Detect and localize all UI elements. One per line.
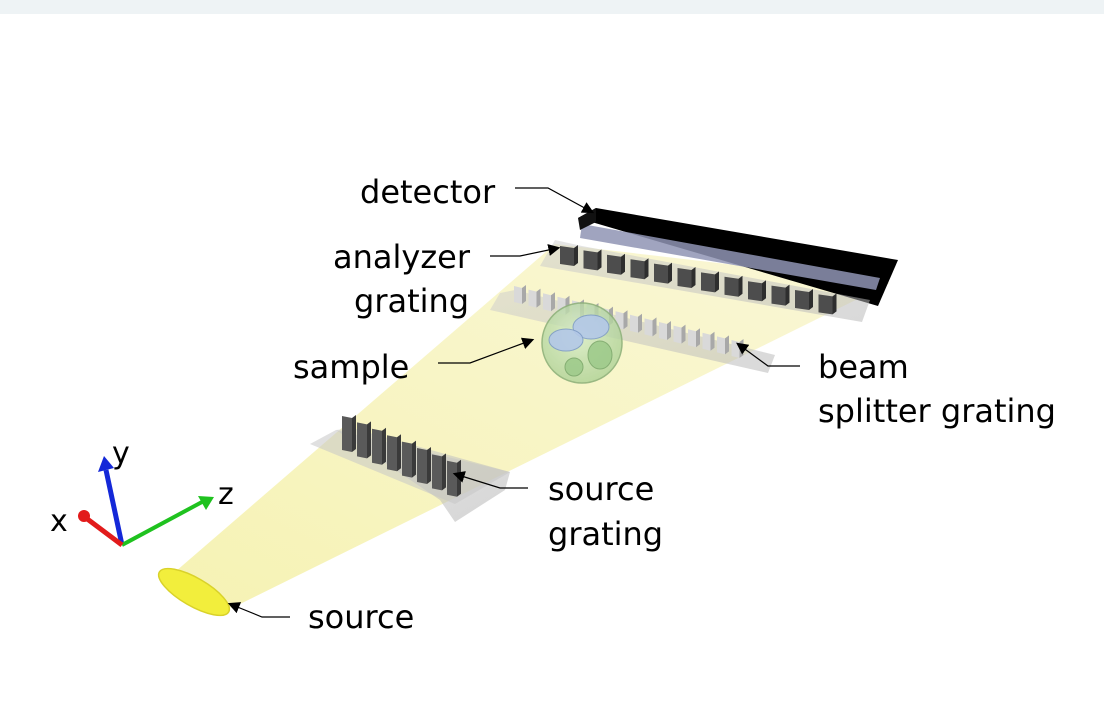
beam-splitter-grating-bar	[514, 286, 522, 304]
analyzer-grating-bar	[607, 254, 621, 275]
beam-splitter-grating-bar	[731, 340, 740, 358]
beam-splitter-grating-bar	[659, 322, 667, 340]
analyzer-grating-bar-side	[644, 258, 649, 280]
z-axis-label: z	[218, 477, 234, 512]
analyzer-label-line2: grating	[354, 282, 469, 320]
analyzer-grating-bar-side	[715, 271, 719, 293]
beam-splitter-label-line1: beam	[818, 348, 909, 386]
source-grating-bar-side	[397, 434, 401, 472]
analyzer-label-line1: analyzer	[333, 238, 471, 276]
analyzer-grating-bar-side	[621, 253, 625, 275]
beam-splitter-grating-bar-side	[739, 339, 744, 358]
analyzer-grating-bar-side	[762, 280, 766, 302]
source-grating-bar	[357, 422, 367, 459]
beam-splitter-grating-bar-side	[696, 328, 700, 348]
source-grating-bar	[387, 435, 397, 472]
beam-splitter-grating-bar	[688, 329, 696, 348]
x-axis-label: x	[50, 504, 68, 539]
beam-splitter-grating-bar	[543, 293, 551, 312]
beam-splitter-grating-bar-side	[652, 317, 657, 337]
analyzer-grating-bars	[560, 245, 837, 315]
detector-leader	[515, 187, 595, 214]
analyzer-grating-bar-side	[668, 262, 672, 284]
analyzer-grating-bar	[795, 290, 809, 310]
source-label: source	[308, 598, 414, 636]
source-grating-bar-side	[412, 440, 416, 478]
beam-splitter-grating-bar-side	[710, 331, 715, 351]
beam-splitter-grating-bar-side	[681, 324, 686, 344]
beam-splitter-grating-bar	[630, 314, 638, 333]
beam-splitter-grating-bar-side	[522, 285, 526, 304]
z-axis-arrowhead	[198, 496, 214, 510]
analyzer-grating-bar	[583, 250, 598, 271]
source-grating-leader	[452, 471, 528, 489]
source-grating-bars	[342, 415, 461, 497]
y-axis-arrowhead	[98, 456, 114, 472]
beam-splitter-grating-bar	[644, 318, 653, 337]
source-grating-bar-side	[457, 459, 461, 497]
analyzer-grating-bar	[701, 272, 715, 293]
source-grating-bar	[447, 460, 457, 497]
y-axis-label: y	[112, 436, 130, 471]
source-grating-bar	[432, 454, 442, 491]
analyzer-grating-bar	[560, 246, 574, 266]
beam-splitter-grating-bar	[702, 332, 711, 351]
source-leader	[227, 602, 290, 618]
beam-splitter-label-line2: splitter grating	[818, 392, 1056, 430]
source-grating-bar-side	[382, 427, 386, 465]
analyzer-grating-bar-side	[738, 275, 743, 297]
z-axis-line	[121, 500, 203, 547]
source-grating-bar	[417, 448, 427, 484]
source-grating-bar	[402, 441, 412, 478]
beam-splitter-grating-bar	[673, 325, 682, 344]
source-grating-bar-side	[442, 453, 446, 491]
analyzer-grating-bar	[748, 281, 762, 302]
sample-label: sample	[293, 348, 409, 386]
source-grating	[310, 415, 510, 522]
analyzer-grating	[540, 240, 870, 322]
source-grating-bar-side	[367, 421, 371, 459]
analyzer-grating-bar-side	[691, 267, 696, 288]
coordinate-axes: y z x	[50, 436, 234, 547]
analyzer-grating-bar-side	[574, 245, 578, 266]
beam-splitter-grating-bar	[717, 336, 725, 355]
detector-block	[578, 208, 898, 306]
source-grating-bar	[372, 428, 382, 465]
detector-label: detector	[360, 173, 496, 211]
beam-splitter-grating-bar-side	[623, 310, 628, 330]
analyzer-grating-bar	[724, 276, 739, 297]
analyzer-grating-bar-side	[832, 293, 837, 315]
x-axis-end	[78, 510, 90, 522]
analyzer-grating-bar	[677, 268, 692, 288]
beam-splitter-grating-bar-side	[536, 288, 541, 308]
leader-lines	[227, 187, 800, 618]
analyzer-grating-bar	[630, 259, 645, 280]
analyzer-grating-bar	[654, 263, 668, 284]
source-grating-label-line2: grating	[548, 515, 663, 553]
sample-object	[541, 302, 623, 384]
top-strip	[0, 0, 1104, 14]
y-axis-line	[103, 469, 125, 546]
source-grating-label-line1: source	[548, 470, 654, 508]
analyzer-grating-bar-side	[597, 249, 602, 271]
beam-splitter-grating-bar-side	[551, 292, 555, 312]
analyzer-grating-bar-side	[809, 289, 813, 310]
beam-splitter-grating-bar	[528, 289, 537, 308]
beam-splitter-grating-bar-side	[725, 335, 729, 355]
sample-leader	[438, 337, 535, 364]
analyzer-grating-bar	[818, 294, 833, 315]
analyzer-leader	[490, 244, 561, 257]
beam-splitter-grating-bar-side	[667, 321, 671, 340]
beam-splitter-grating-bar-side	[638, 313, 642, 333]
analyzer-grating-bar	[771, 285, 786, 306]
source-grating-bar	[342, 416, 352, 452]
x-axis-line	[84, 516, 124, 547]
analyzer-grating-bar-side	[785, 284, 790, 306]
source-grating-bar-side	[352, 415, 356, 452]
source-grating-bar-side	[427, 447, 431, 484]
beam-splitter-leader	[736, 342, 800, 367]
